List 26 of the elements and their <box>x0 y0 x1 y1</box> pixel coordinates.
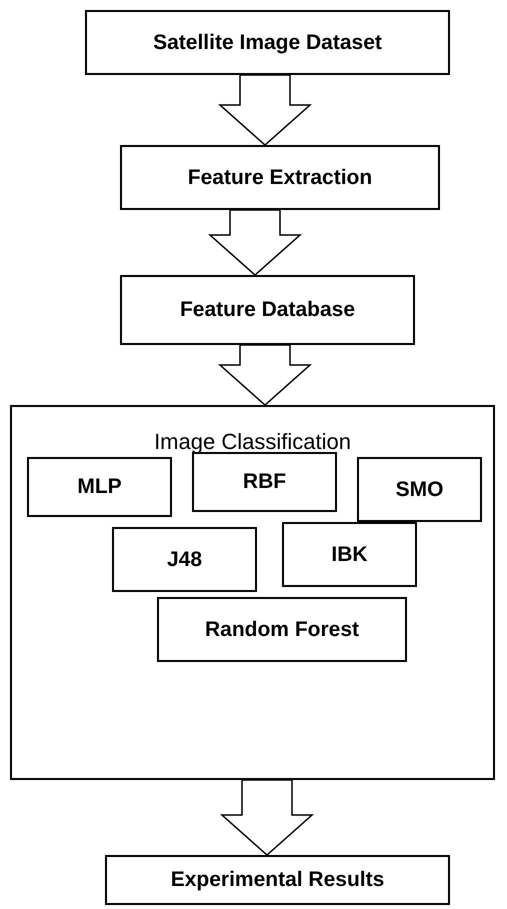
box-label: Feature Database <box>180 297 356 324</box>
process-box <box>120 275 415 345</box>
process-box <box>85 10 450 75</box>
block-arrow <box>218 74 312 146</box>
box-label: IBK <box>331 542 368 568</box>
box-label: Feature Extraction <box>188 164 372 191</box>
process-box <box>357 457 482 522</box>
group-box <box>10 405 495 780</box>
box-label: RBF <box>242 469 286 496</box>
process-box <box>120 145 440 210</box>
process-box <box>157 597 407 662</box>
box-label: Random Forest <box>204 616 359 643</box>
process-box <box>282 522 417 587</box>
group-title: Image Classification <box>153 428 352 456</box>
box-label: Satellite Image Dataset <box>153 30 382 56</box>
process-box <box>27 457 172 517</box>
process-box <box>112 527 257 592</box>
box-label: J48 <box>166 546 202 573</box>
process-box <box>192 452 337 512</box>
block-arrow <box>220 779 314 856</box>
block-arrow <box>208 209 302 276</box>
block-arrow <box>218 344 312 406</box>
box-label: SMO <box>396 476 444 503</box>
box-label: MLP <box>77 474 122 500</box>
process-box <box>105 855 450 905</box>
box-label: Experimental Results <box>170 867 384 894</box>
